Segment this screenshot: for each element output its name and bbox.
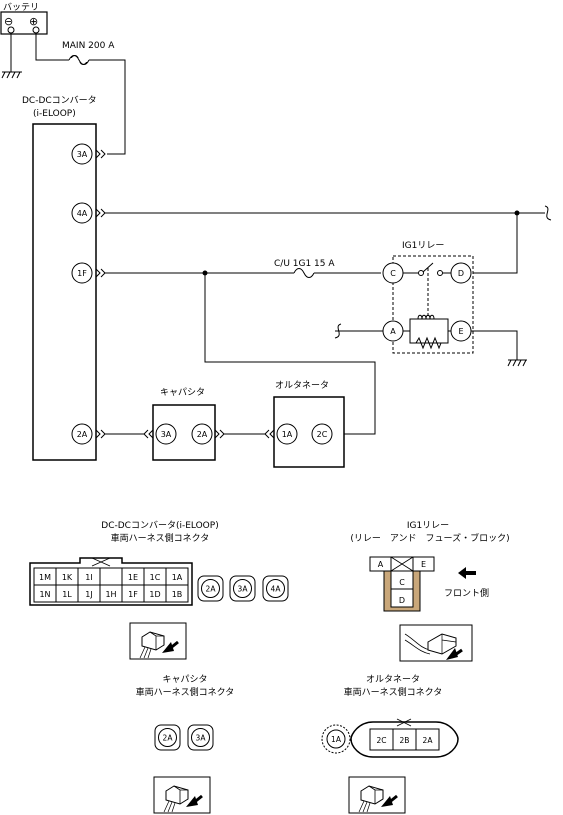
relay-cell-c: C [399,578,405,587]
relay-connector [369,556,435,612]
svg-text:1L: 1L [62,590,72,599]
converter-single-terminals: 2A 3A 4A [197,575,289,602]
alternator-connector-single: 1A [321,724,351,754]
svg-text:3A: 3A [77,150,88,159]
svg-text:1M: 1M [39,573,51,582]
alternator-pin-2c [311,423,333,445]
svg-text:2A: 2A [77,430,88,439]
svg-text:4A: 4A [271,585,282,594]
svg-text:2C: 2C [317,430,328,439]
svg-text:4A: 4A [77,209,88,218]
converter-pin-1f [71,262,93,284]
svg-text:E: E [458,327,463,336]
capacitor-pin-3a [155,423,177,445]
svg-text:1N: 1N [39,590,50,599]
wire-to-relay-d [473,213,518,274]
converter-connector-bottom-row: 1N 1L 1J 1H 1F 1D 1B [39,590,182,599]
alternator-label: オルタネータ [275,380,329,391]
cu-fuse-symbol [293,268,315,278]
svg-text:D: D [458,269,464,278]
svg-text:2A: 2A [423,736,434,745]
relay-plug-view-icon [399,624,473,662]
relay-cell-d: D [399,596,405,605]
battery-label: バッテリ [3,2,39,13]
capacitor-label: キャパシタ [160,387,205,398]
converter-pin-2a [71,423,93,445]
relay-coil [403,314,451,350]
alternator-plug-view-icon [347,775,407,815]
svg-text:C: C [390,269,396,278]
svg-text:2A: 2A [206,585,217,594]
svg-text:1B: 1B [172,590,183,599]
ig1-relay-box [392,255,474,354]
relay-switch [403,262,451,318]
svg-text:3A: 3A [238,585,249,594]
converter-plug-view-icon [128,621,188,661]
battery-plus-post [32,26,40,34]
converter-title: DC-DCコンバータ [22,95,97,106]
main-fuse-label: MAIN 200 A [62,41,115,51]
converter-pin-3a [71,143,93,165]
converter-chevrons [95,149,106,439]
svg-text:1I: 1I [85,573,92,582]
svg-text:A: A [390,327,396,336]
converter-subtitle: (i-ELOOP) [33,109,76,119]
capacitor-connector-terminals: 2A 3A [154,724,214,751]
relay-cell-a: A [378,560,384,569]
alternator-connector: 2C 2B 2A [350,718,459,758]
alternator-connector-subtitle: 車両ハーネス側コネクタ [344,686,443,698]
relay-cell-e: E [421,560,426,569]
svg-text:1C: 1C [150,573,161,582]
ig1-relay-label: IG1リレー [402,241,444,251]
alternator-chevrons [264,429,275,439]
alternator-pin-1a [276,423,298,445]
capacitor-pin-2a [191,423,213,445]
svg-text:2C: 2C [376,736,386,745]
svg-text:3A: 3A [161,430,172,439]
svg-text:2A: 2A [163,734,174,743]
converter-pin-4a [71,202,93,224]
converter-connector [29,557,193,606]
ground-symbol-battery [1,71,22,79]
svg-text:1D: 1D [149,590,160,599]
main-wire [35,33,126,155]
front-arrow-icon [458,567,476,579]
front-side-label: フロント側 [444,587,489,599]
wire-relay-a-break [334,323,342,339]
svg-text:1A: 1A [172,573,183,582]
capacitor-plug-view-icon [152,775,212,815]
wire-to-alternator [204,273,376,435]
svg-text:2A: 2A [197,430,208,439]
alternator-connector-title: オルタネータ [366,674,420,685]
svg-text:1A: 1A [282,430,293,439]
wire-relay-e [471,330,518,360]
svg-text:2B: 2B [400,736,410,745]
wire-4a-break [544,205,552,221]
svg-text:1E: 1E [128,573,138,582]
ground-symbol-relay [507,359,527,367]
svg-text:1A: 1A [331,735,342,744]
relay-connector-subtitle: (リレー アンド フューズ・ブロック) [350,532,509,544]
relay-connector-title: IG1リレー [407,521,449,531]
svg-text:1J: 1J [85,590,92,599]
battery-minus-post [7,26,15,34]
capacitor-connector-title: キャパシタ [162,674,207,685]
capacitor-connector-subtitle: 車両ハーネス側コネクタ [136,686,235,698]
svg-text:1H: 1H [105,590,116,599]
svg-text:1F: 1F [128,590,138,599]
converter-connector-subtitle: 車両ハーネス側コネクタ [111,532,210,544]
battery-minus-terminal: ⊖ [4,15,13,28]
svg-text:1F: 1F [77,269,87,278]
svg-text:1K: 1K [62,573,73,582]
converter-box [32,123,97,461]
converter-connector-top-row: 1M 1K 1I 1E 1C 1A [39,573,183,582]
cu-fuse-label: C/U 1G1 15 A [274,259,335,269]
svg-text:3A: 3A [196,734,207,743]
battery-plus-terminal: ⊕ [29,15,38,28]
converter-connector-title: DC-DCコンバータ(i-ELOOP) [101,520,218,531]
